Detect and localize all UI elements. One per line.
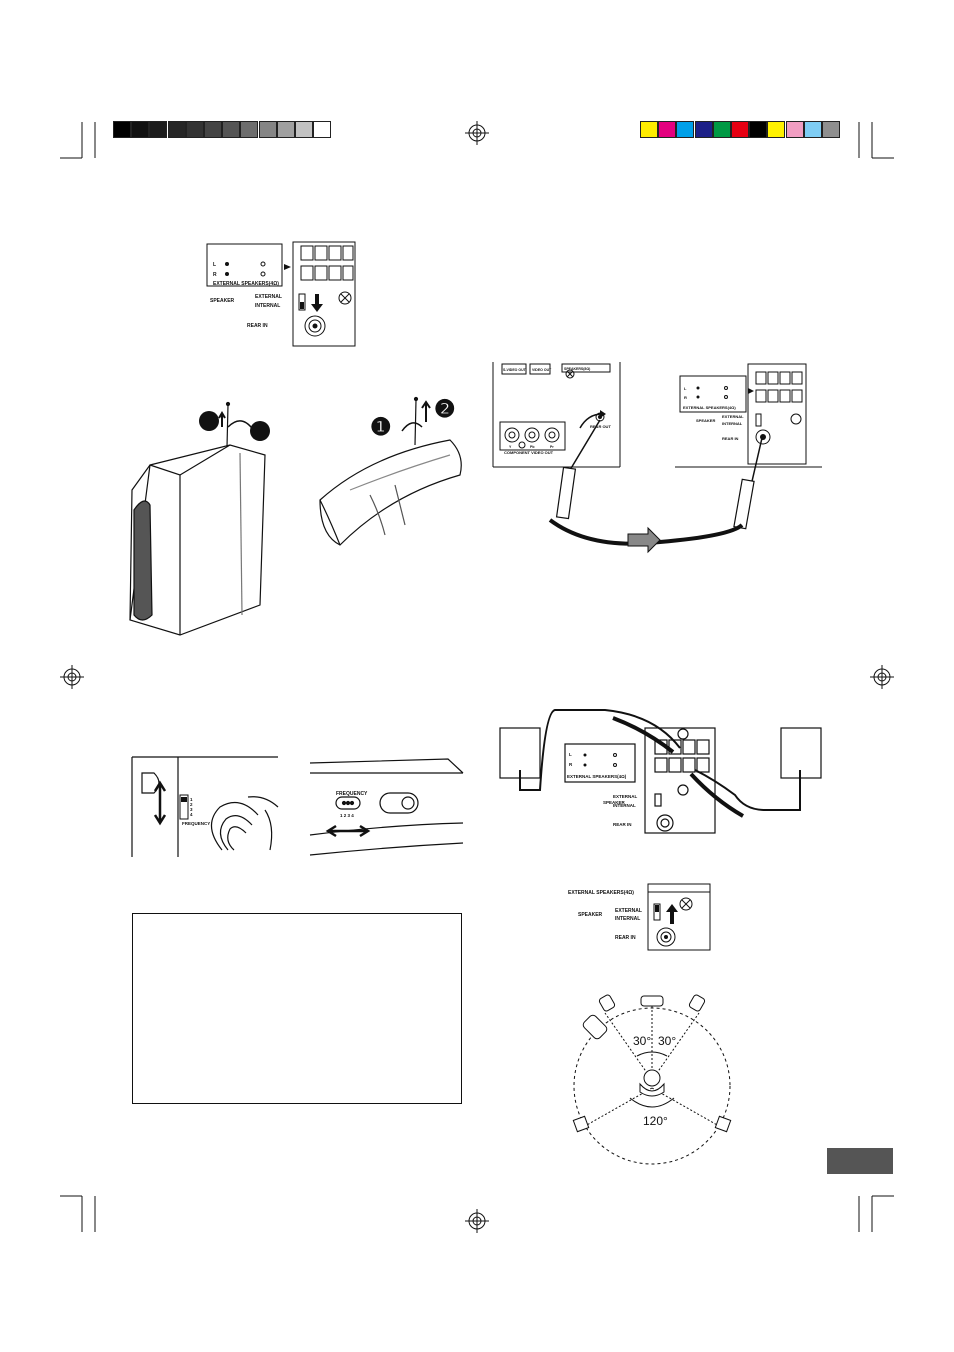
color-swatch (767, 121, 786, 138)
svg-text:EXTERNAL: EXTERNAL (615, 908, 642, 914)
rear-in-label: REAR IN (247, 323, 268, 329)
color-swatch (785, 121, 804, 138)
external-label: EXTERNAL (255, 294, 282, 300)
svg-text:4: 4 (190, 812, 193, 817)
frequency-label-sub: FREQUENCY (182, 821, 210, 826)
jack-y-label: Y (509, 445, 512, 449)
svg-text:L: L (569, 752, 572, 757)
rear-out-label: REAR OUT (590, 424, 611, 429)
color-swatch (658, 121, 677, 138)
speakers-8ohm-label: SPEAKERS(8Ω) (564, 367, 590, 371)
gray-swatch (167, 121, 186, 138)
registration-target-bottom (465, 1209, 489, 1233)
svg-text:EXTERNAL: EXTERNAL (722, 414, 744, 419)
svg-text:2: 2 (190, 802, 193, 807)
svg-text:REAR IN: REAR IN (722, 436, 739, 441)
registration-target-top (465, 121, 489, 145)
gray-swatch (313, 121, 332, 138)
external-speakers-label: EXTERNAL SPEAKERS(4Ω) (213, 281, 279, 287)
speaker-placement-diagram: 30° 30° 120° (572, 994, 732, 1165)
gray-swatch (222, 121, 241, 138)
step-2-marker: ❷ (434, 396, 456, 423)
jack-pr-label: Pr (550, 445, 554, 449)
angle-left-label: 30° (633, 1034, 651, 1048)
gray-swatch (258, 121, 277, 138)
svg-text:1 2 3 4: 1 2 3 4 (340, 813, 354, 818)
color-swatch (749, 121, 768, 138)
up-arrow-icon (421, 400, 431, 422)
channel-left-label: L (213, 262, 216, 268)
speaker-label: SPEAKER (210, 298, 235, 304)
internal-label: INTERNAL (255, 303, 280, 309)
note-box (132, 913, 462, 1104)
subwoofer-illustration (129, 401, 270, 636)
svg-text:REAR IN: REAR IN (615, 935, 636, 941)
speaker-panel-external-diagram: L R EXTERNAL SPEAKERS(4Ω) SPEAKER EXTERN… (206, 241, 356, 347)
svg-text:1: 1 (190, 797, 193, 802)
svg-text:REAR IN: REAR IN (613, 822, 632, 827)
gray-swatch (295, 121, 313, 138)
step-1-marker-sub (250, 421, 270, 441)
gray-swatch (204, 121, 222, 138)
gray-swatch (185, 121, 204, 138)
speaker-panel-cable-diagram: L R EXTERNAL SPEAKERS(4Ω) SPEAKER EXTERN… (675, 363, 822, 468)
color-swatch (731, 121, 749, 138)
frequency-label-sat: FREQUENCY (336, 791, 368, 797)
svg-text:INTERNAL: INTERNAL (722, 421, 743, 426)
svg-text:L: L (684, 386, 687, 391)
gray-swatch (131, 121, 150, 138)
channel-right-label: R (213, 272, 217, 278)
s-video-out-label: S-VIDEO OUT (503, 368, 527, 372)
gray-swatch (149, 121, 168, 138)
audio-cable-connection (548, 419, 763, 554)
svg-text:SPEAKER: SPEAKER (696, 418, 715, 423)
rear-out-arrow-icon (579, 410, 606, 429)
color-swatch (676, 121, 695, 138)
component-video-out-label: COMPONENT VIDEO OUT (504, 450, 554, 455)
external-speaker-wiring-diagram: L R EXTERNAL SPEAKERS(4Ω) SPEAKER EXTERN… (499, 709, 822, 834)
tv-rear-panel: S-VIDEO OUT VIDEO OUT SPEAKERS(8Ω) REAR … (492, 362, 621, 468)
video-out-label: VIDEO OUT (532, 368, 552, 372)
satellite-frequency-switch: FREQUENCY 1 2 3 4 (309, 758, 464, 856)
svg-text:EXTERNAL: EXTERNAL (613, 794, 638, 799)
svg-text:SPEAKER: SPEAKER (603, 800, 626, 805)
color-swatch (712, 121, 731, 138)
registration-target-left (60, 665, 84, 689)
speaker-switch-internal-diagram: EXTERNAL SPEAKERS(4Ω) SPEAKER EXTERNAL I… (568, 883, 711, 951)
satellite-speaker-illustration (319, 396, 462, 546)
svg-text:R: R (684, 395, 687, 400)
gray-swatch (240, 121, 259, 138)
subwoofer-frequency-switch: 1 2 3 4 FREQUENCY (131, 756, 279, 857)
jack-pb-label: Pb (530, 445, 534, 449)
angle-rear-label: 120° (643, 1114, 668, 1128)
color-swatch (803, 121, 822, 138)
svg-text:3: 3 (190, 807, 193, 812)
svg-text:INTERNAL: INTERNAL (615, 916, 640, 922)
registration-target-right (870, 665, 894, 689)
svg-text:EXTERNAL SPEAKERS(4Ω): EXTERNAL SPEAKERS(4Ω) (568, 890, 634, 896)
step-1-marker: ❶ (370, 414, 392, 441)
page-number-tab (827, 1148, 893, 1174)
svg-text:SPEAKER: SPEAKER (578, 912, 603, 918)
angle-right-label: 30° (658, 1034, 676, 1048)
gray-swatch (276, 121, 295, 138)
gray-swatch (113, 121, 131, 138)
svg-text:EXTERNAL SPEAKERS(4Ω): EXTERNAL SPEAKERS(4Ω) (683, 405, 736, 410)
svg-text:R: R (569, 762, 573, 767)
step-2-marker-sub (199, 411, 219, 431)
color-swatch (640, 121, 658, 138)
svg-text:INTERNAL: INTERNAL (613, 803, 636, 808)
color-swatch (822, 121, 840, 138)
color-swatch (694, 121, 713, 138)
svg-text:EXTERNAL SPEAKERS(4Ω): EXTERNAL SPEAKERS(4Ω) (567, 774, 627, 779)
